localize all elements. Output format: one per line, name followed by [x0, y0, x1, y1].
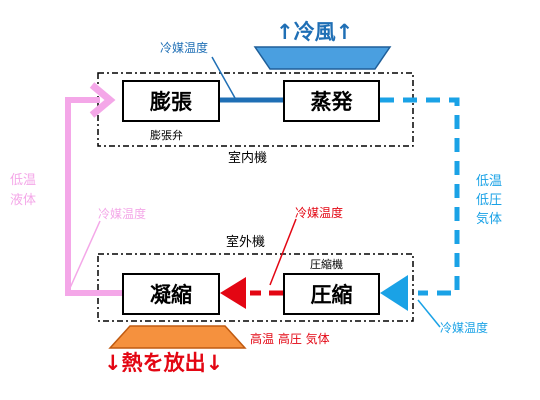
left-state-line2: 液体	[10, 193, 37, 208]
heat-release-label: ↓熱を放出↓	[104, 351, 224, 375]
pointer-line-pink	[69, 220, 101, 289]
cool-air-label: ↑冷風↑	[276, 20, 354, 44]
pointer-line-blue	[211, 56, 236, 99]
indoor-unit-label: 室内機	[228, 151, 268, 166]
hot-state-label: 高温 高圧 気体	[250, 332, 330, 346]
pointer-line-teal	[417, 299, 441, 328]
refrigerant-temp-indoor-label: 冷媒温度	[160, 41, 209, 55]
right-state-line3: 気体	[476, 212, 503, 227]
arrow-into-condenser	[220, 277, 246, 309]
expansion-label: 膨張	[150, 90, 192, 114]
expansion-box: 膨張	[122, 80, 220, 122]
heat-release-shape	[108, 325, 247, 349]
arrow-into-compressor	[380, 275, 408, 311]
evaporator-label: 蒸発	[310, 90, 353, 114]
blue-refrigerant-temp-label: 冷媒温度	[440, 321, 489, 335]
condenser-label: 凝縮	[150, 283, 192, 307]
outdoor-unit-frame	[97, 253, 414, 322]
pipe-condenser-expansion	[65, 97, 122, 296]
condenser-box: 凝縮	[122, 273, 220, 315]
pipe-evaporator-compressor	[380, 97, 460, 296]
indoor-unit-frame	[97, 72, 414, 147]
outdoor-unit-label: 室外機	[226, 235, 266, 250]
compressor-unit-label: 圧縮機	[310, 258, 343, 271]
pointer-line-red	[269, 218, 297, 286]
arrow-into-expansion	[89, 82, 116, 118]
left-state-line1: 低温	[10, 173, 37, 188]
right-state-line2: 低圧	[476, 193, 503, 208]
compressor-label: 圧縮	[310, 283, 353, 307]
right-state-line1: 低温	[476, 174, 503, 189]
expansion-valve-label: 膨張弁	[150, 129, 183, 142]
compressor-box: 圧縮	[283, 273, 380, 315]
red-refrigerant-temp-label: 冷媒温度	[295, 206, 344, 220]
cool-air-shape	[253, 46, 392, 70]
pink-refrigerant-temp-label: 冷媒温度	[98, 207, 147, 221]
evaporator-box: 蒸発	[283, 80, 380, 122]
